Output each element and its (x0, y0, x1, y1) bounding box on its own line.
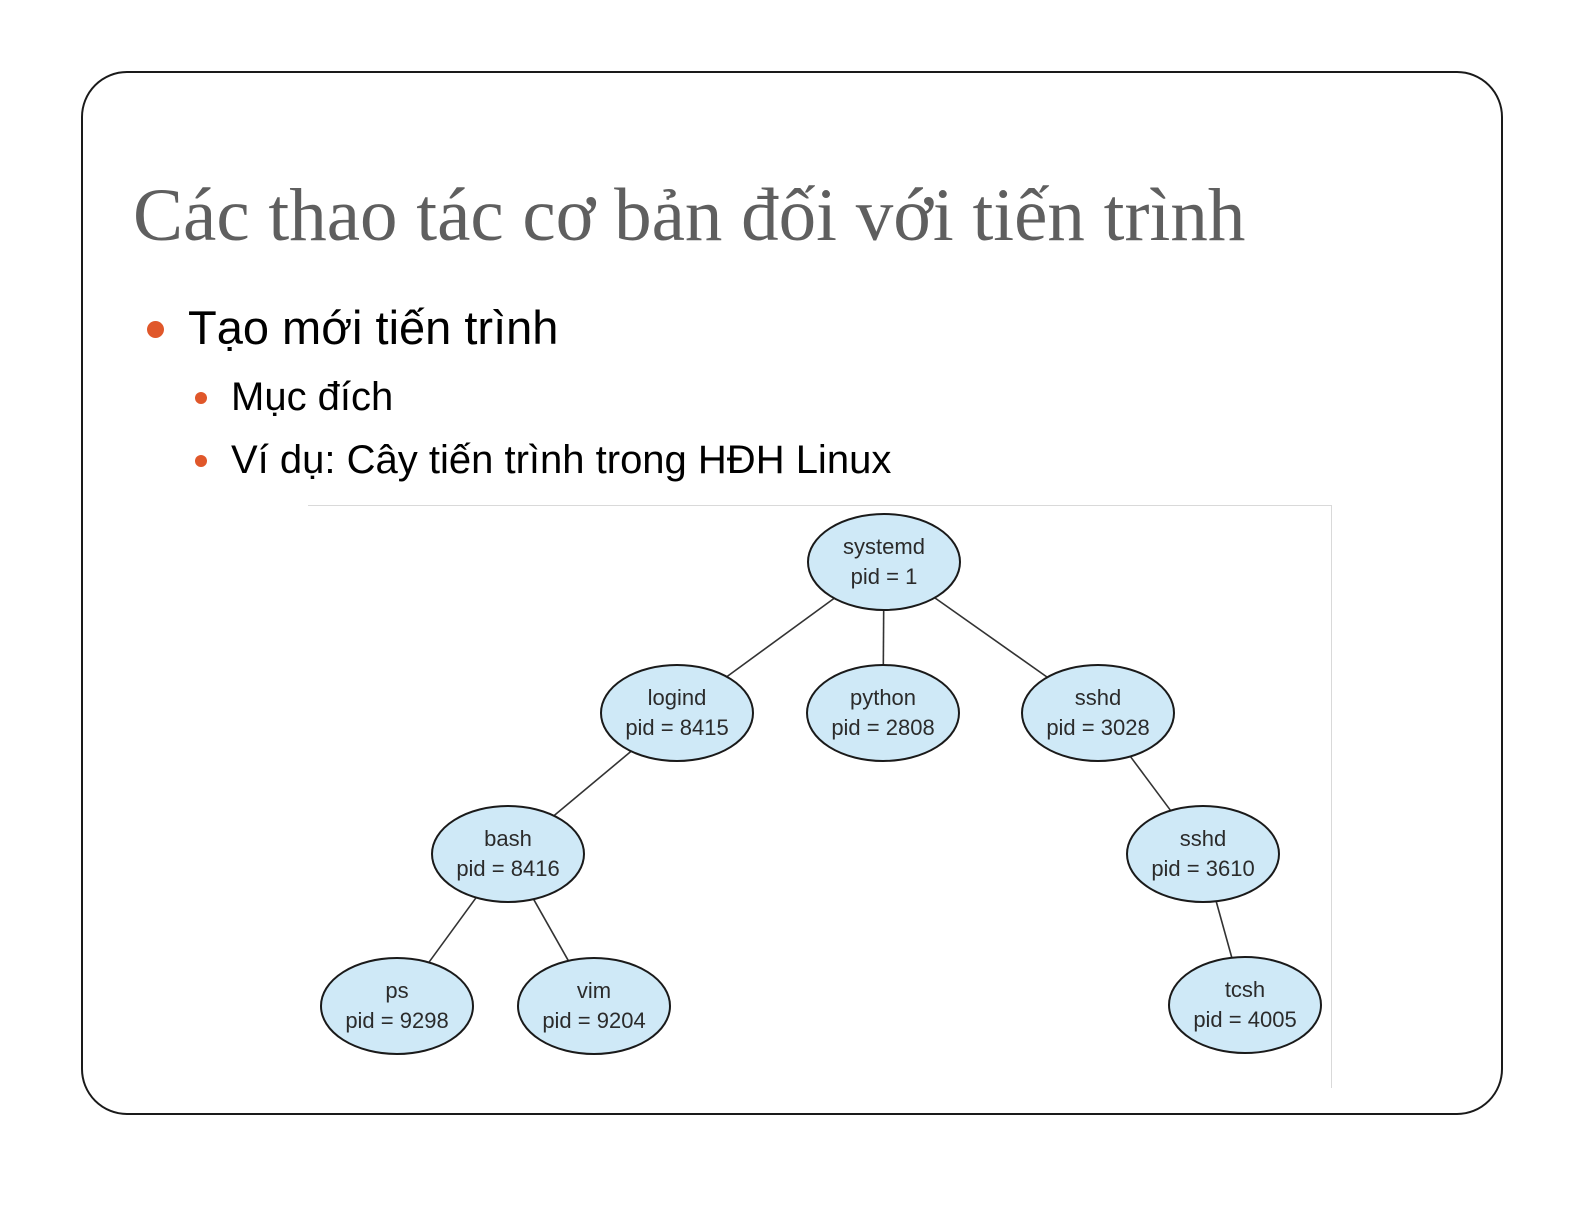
process-pid: pid = 3610 (1151, 856, 1254, 881)
process-pid: pid = 8416 (456, 856, 559, 881)
process-node-sshd3028: sshd pid = 3028 (1022, 665, 1174, 761)
process-pid: pid = 9298 (345, 1008, 448, 1033)
process-name: sshd (1075, 685, 1121, 710)
slide-title: Các thao tác cơ bản đối với tiến trình (133, 178, 1245, 253)
process-pid: pid = 8415 (625, 715, 728, 740)
process-node-ellipse (518, 958, 670, 1054)
process-name: bash (484, 826, 532, 851)
bullet-purpose: Mục đích (231, 374, 393, 420)
process-name: tcsh (1225, 977, 1265, 1002)
process-node-systemd: systemd pid = 1 (808, 514, 960, 610)
bullet-example: Ví dụ: Cây tiến trình trong HĐH Linux (231, 437, 891, 483)
process-pid: pid = 1 (851, 564, 918, 589)
process-tree-diagram: systemd pid = 1 logind pid = 8415 python pid … (308, 505, 1332, 1088)
process-tree-svg: systemd pid = 1 logind pid = 8415 python pid … (308, 506, 1332, 1089)
nodes-layer: systemd pid = 1 logind pid = 8415 python pid … (321, 514, 1321, 1054)
process-name: vim (577, 978, 611, 1003)
process-pid: pid = 3028 (1046, 715, 1149, 740)
process-pid: pid = 9204 (542, 1008, 645, 1033)
edges-layer (429, 598, 1232, 963)
process-node-vim: vim pid = 9204 (518, 958, 670, 1054)
process-node-ellipse (321, 958, 473, 1054)
edge-bash-vim (534, 899, 569, 961)
edge-sshd3028-sshd3610 (1130, 756, 1170, 810)
bullet-dot-icon (147, 321, 164, 338)
process-node-logind: logind pid = 8415 (601, 665, 753, 761)
edge-systemd-logind (727, 598, 835, 676)
process-name: ps (385, 978, 408, 1003)
process-name: systemd (843, 534, 925, 559)
edge-bash-ps (429, 898, 476, 963)
process-node-ellipse (808, 514, 960, 610)
bullet-example-text: Ví dụ: Cây tiến trình trong HĐH Linux (231, 438, 891, 482)
process-name: python (850, 685, 916, 710)
bullet-dot-icon (195, 455, 207, 467)
process-pid: pid = 4005 (1193, 1007, 1296, 1032)
edge-logind-bash (554, 751, 631, 815)
process-name: logind (648, 685, 707, 710)
process-node-ellipse (807, 665, 959, 761)
process-node-ellipse (1127, 806, 1279, 902)
process-node-tcsh: tcsh pid = 4005 (1169, 957, 1321, 1053)
process-node-bash: bash pid = 8416 (432, 806, 584, 902)
bullet-create-process-text: Tạo mới tiến trình (188, 301, 558, 354)
process-pid: pid = 2808 (831, 715, 934, 740)
process-node-ellipse (432, 806, 584, 902)
process-node-ellipse (601, 665, 753, 761)
process-node-python: python pid = 2808 (807, 665, 959, 761)
process-node-sshd3610: sshd pid = 3610 (1127, 806, 1279, 902)
process-node-ps: ps pid = 9298 (321, 958, 473, 1054)
process-name: sshd (1180, 826, 1226, 851)
bullet-dot-icon (195, 392, 207, 404)
process-node-ellipse (1022, 665, 1174, 761)
bullet-create-process: Tạo mới tiến trình (188, 300, 558, 356)
process-node-ellipse (1169, 957, 1321, 1053)
edge-systemd-sshd3028 (935, 598, 1048, 677)
bullet-purpose-text: Mục đích (231, 375, 393, 419)
edge-sshd3610-tcsh (1216, 901, 1232, 957)
